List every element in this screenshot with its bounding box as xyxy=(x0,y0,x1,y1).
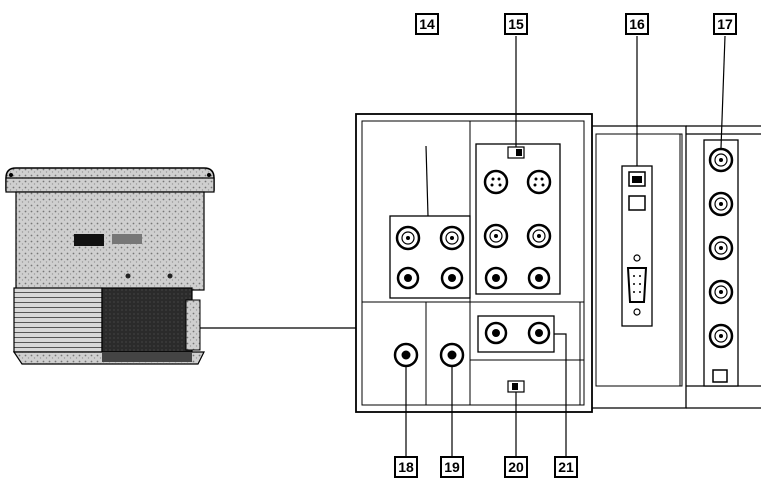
connector-19 xyxy=(439,342,465,456)
callout-21: 21 xyxy=(554,456,578,478)
connector-group-17 xyxy=(703,35,739,387)
callout-14: 14 xyxy=(415,13,439,35)
callout-16: 16 xyxy=(625,13,649,35)
monitor-rear-view xyxy=(5,167,356,365)
callout-17: 17 xyxy=(713,13,737,35)
connector-group-15 xyxy=(475,36,561,295)
connector-group-21 xyxy=(477,315,567,456)
connector-panel xyxy=(355,113,761,413)
connector-group-14 xyxy=(389,145,471,299)
switch-20 xyxy=(507,380,525,456)
callout-19: 19 xyxy=(440,456,464,478)
callout-20: 20 xyxy=(504,456,528,478)
callout-15: 15 xyxy=(504,13,528,35)
connector-group-16 xyxy=(621,36,653,327)
connector-18 xyxy=(393,342,419,456)
callout-18: 18 xyxy=(394,456,418,478)
